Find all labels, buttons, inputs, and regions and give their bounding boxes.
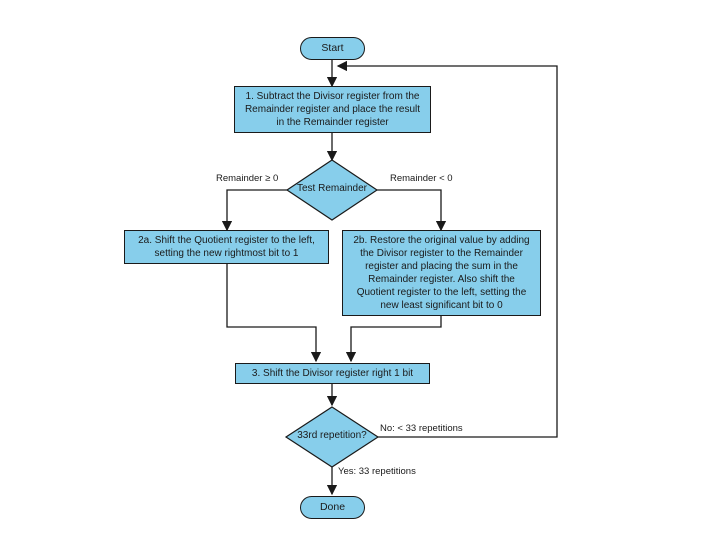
edge-step2b-to-step3 [345,316,442,363]
done-node: Done [300,496,365,519]
edge-repetition-no-loop [336,60,558,438]
step1-text: 1. Subtract the Divisor register from th… [244,91,421,128]
test-remainder-diamond [285,159,379,221]
step3-text: 3. Shift the Divisor register right 1 bi… [251,368,414,379]
edge-step2a-to-step3 [226,264,322,363]
repetition-label: 33rd repetition? [297,430,367,441]
step2b-text: 2b. Restore the original value by adding… [353,235,530,311]
step3-box: 3. Shift the Divisor register right 1 bi… [235,363,430,384]
start-node: Start [300,37,365,60]
yes-repetitions-label: Yes: 33 repetitions [338,466,416,477]
step2a-box: 2a. Shift the Quotient register to the l… [124,230,329,264]
edge-test-to-step2a [221,189,287,232]
step2b-box: 2b. Restore the original value by adding… [342,230,541,316]
step1-box: 1. Subtract the Divisor register from th… [234,86,431,133]
start-label: Start [321,42,344,54]
test-remainder-label: Test Remainder [296,183,368,194]
repetition-diamond [284,406,380,468]
remainder-lt-zero-label: Remainder < 0 [390,173,453,184]
done-label: Done [319,501,346,513]
no-repetitions-label: No: < 33 repetitions [380,423,463,434]
step2a-text: 2a. Shift the Quotient register to the l… [138,235,315,259]
edge-test-to-step2b [377,189,447,232]
remainder-ge-zero-label: Remainder ≥ 0 [216,173,279,184]
